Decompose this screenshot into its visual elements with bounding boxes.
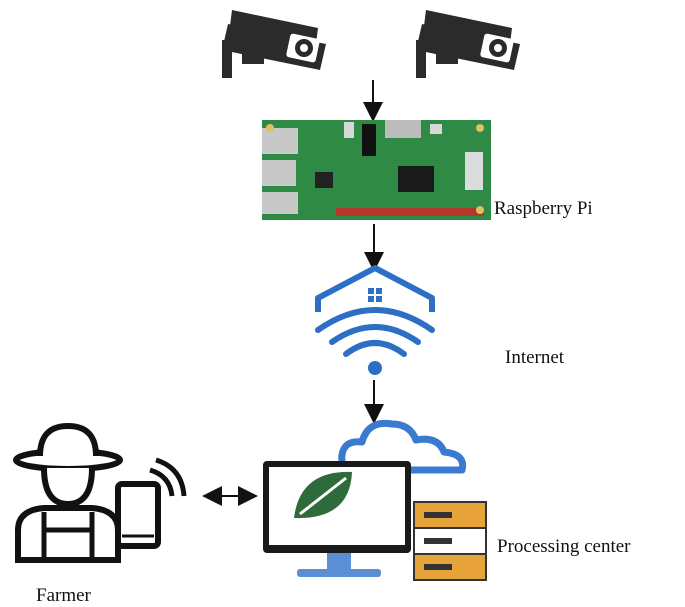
server-icon (413, 501, 487, 581)
cctv-camera-icon (222, 10, 326, 78)
farmer-with-phone-icon (13, 422, 187, 563)
raspberry-pi-label: Raspberry Pi (494, 198, 593, 219)
cloud-icon (338, 419, 467, 474)
farmer-label: Farmer (36, 585, 91, 606)
monitor-leaf-icon (263, 461, 411, 577)
raspberry-pi-board-icon (262, 120, 491, 220)
wifi-home-icon (315, 265, 435, 375)
internet-label: Internet (505, 347, 565, 368)
cctv-camera-icon (416, 10, 520, 78)
processing-center-label: Processing center (497, 536, 631, 557)
